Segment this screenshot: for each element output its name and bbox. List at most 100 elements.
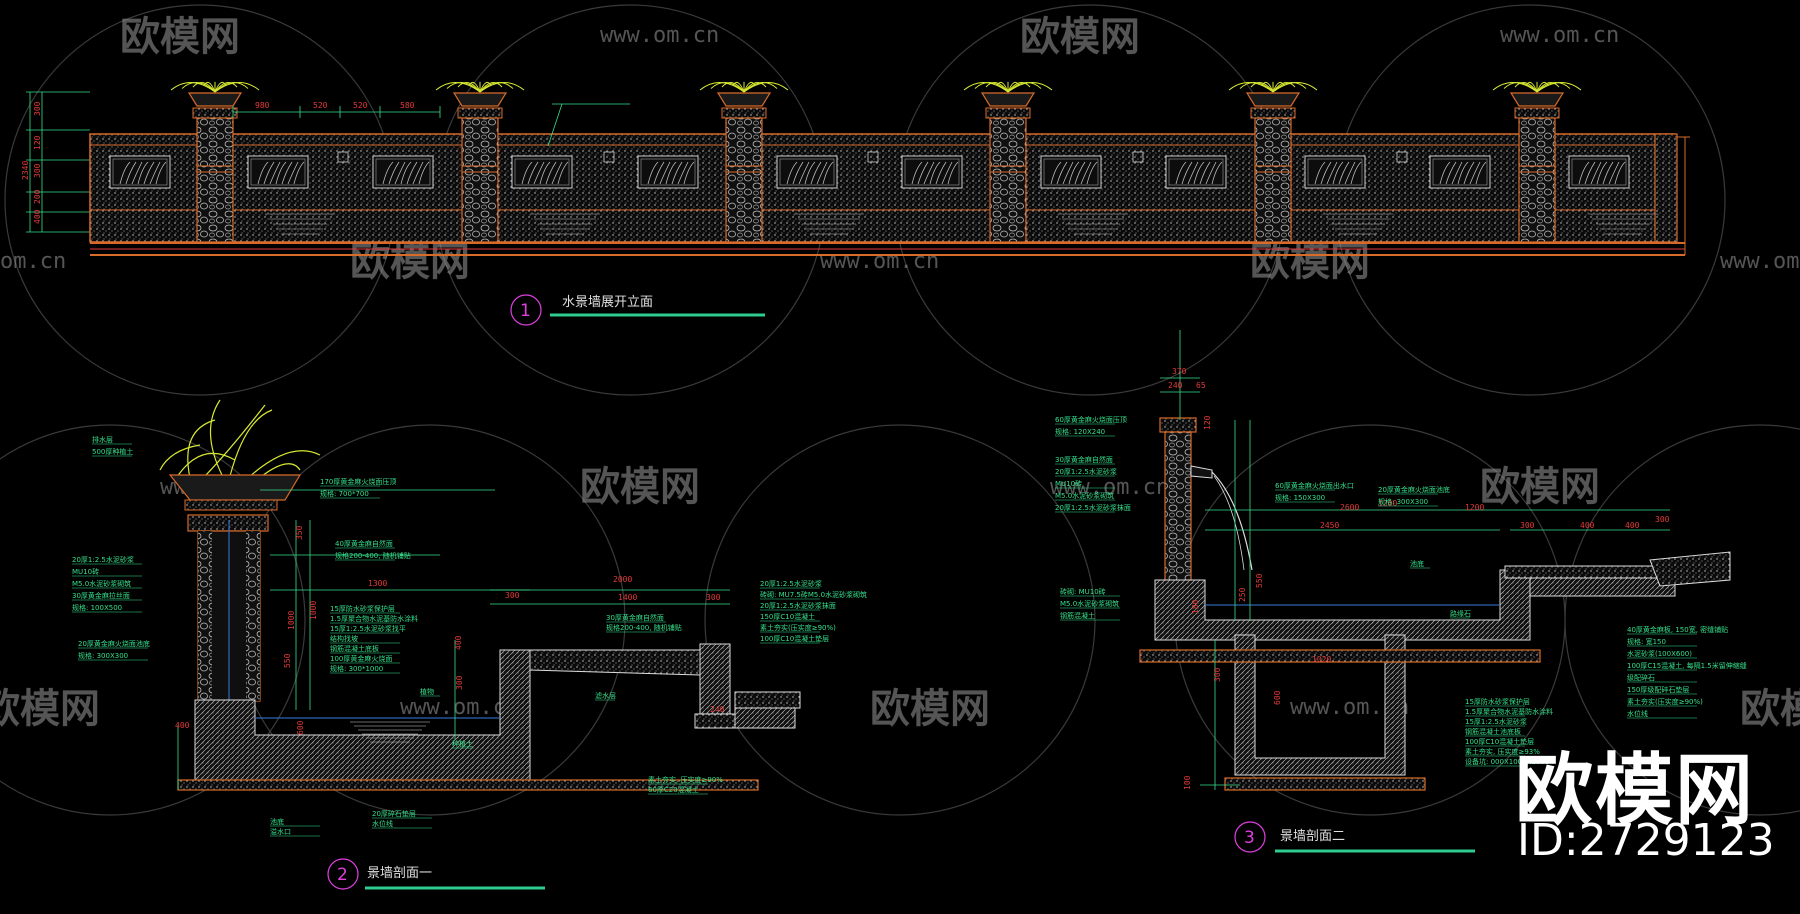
annotation-note: M5.0水泥砂浆砌筑 xyxy=(1060,599,1119,608)
dimension-label: 1000 xyxy=(309,601,318,620)
relief-panel xyxy=(372,155,434,189)
dimension-label: 250 xyxy=(1238,587,1247,602)
elev-dim-label: 520 xyxy=(353,101,368,110)
annotation-note: 规格: 700*700 xyxy=(320,489,369,498)
dimension-label: 400 xyxy=(175,721,190,730)
annotation-note: 500厚种植土 xyxy=(92,447,133,456)
watermark-brand: 欧模网 xyxy=(1020,14,1140,60)
annotation-note: 150厚级配碎石垫层 xyxy=(1627,685,1689,694)
wall-marker xyxy=(1132,151,1144,163)
plant-icon xyxy=(170,81,260,93)
relief-panel xyxy=(511,155,573,189)
dimension-label: 240 xyxy=(710,705,725,714)
drawing-number: 1 xyxy=(520,301,531,321)
dimension-label: 1000 xyxy=(287,611,296,630)
annotation-note: 设备坑: 000X1000X1000 xyxy=(1465,757,1549,766)
annotation-note: MU10砖 xyxy=(1055,479,1082,488)
dimension-label: 300 xyxy=(1213,667,1222,682)
watermark-layer: 欧模网 www.om.cn 欧模网 www.om.cn om.cn 欧模网 ww… xyxy=(0,14,1800,732)
column-with-planter xyxy=(170,81,260,243)
dimension-label: 1200 xyxy=(1378,499,1397,508)
annotation-note: 规格200-400, 随机铺贴 xyxy=(335,551,411,560)
annotation-note: 20厚黄金麻火烧面池底 xyxy=(1378,485,1450,494)
dimension-label: 600 xyxy=(296,720,305,735)
dimension-label: 300 xyxy=(33,163,42,178)
annotation-note: 结构找坡 xyxy=(330,634,358,643)
drawing-title: 景墙剖面一 xyxy=(367,866,432,881)
pool-water-lines xyxy=(350,721,430,743)
annotation-note: 池底 xyxy=(1410,559,1424,568)
annotation-note: 级配碎石 xyxy=(1627,673,1655,682)
relief-panel xyxy=(901,155,963,189)
drawing-title: 水景墙展开立面 xyxy=(562,295,653,310)
watermark-brand: 欧模网 xyxy=(350,239,470,285)
dimension-label: 350 xyxy=(295,525,304,540)
annotation-note: 钢筋混凝土 xyxy=(1060,611,1095,620)
annotation-note: 20厚1:2.5水泥砂浆抹面 xyxy=(1055,503,1131,512)
drawing-number-circle xyxy=(1234,821,1266,853)
wall-marker xyxy=(337,151,349,163)
annotation-note: 规格: 120X240 xyxy=(1055,427,1105,436)
brand-badge-logo: 欧模网 xyxy=(1515,746,1756,836)
annotation-note: 150厚C10混凝土 xyxy=(760,612,815,621)
watermark-brand: 欧模网 xyxy=(580,464,700,510)
wall-marker xyxy=(867,151,879,163)
annotation-note: 15厚1:2.5水泥砂浆 xyxy=(1465,717,1527,726)
annotation-note: 水泥砂浆(100X600) xyxy=(1627,649,1692,658)
column-with-planter xyxy=(1228,81,1318,243)
dimension-label: 400 xyxy=(1580,521,1595,530)
annotation-note: 路缘石 xyxy=(1450,609,1471,618)
elev-dim-label: 980 xyxy=(255,101,270,110)
section-two-dim-lines xyxy=(1160,330,1670,790)
dimension-label: 100 xyxy=(1183,775,1192,790)
annotation-note: 溢水口 xyxy=(270,827,291,836)
watermark-brand: 欧模网 xyxy=(0,686,100,732)
elev-dim-label: 580 xyxy=(400,101,415,110)
annotation-note: 素土夯实(压实度≥90%) xyxy=(1627,697,1703,706)
dimension-label: 1020 xyxy=(1312,655,1331,664)
watermark-brand: 欧模网 xyxy=(870,686,990,732)
dimension-label: 370 xyxy=(1172,367,1187,376)
watermark-url: www.om.cn xyxy=(1720,249,1800,274)
annotation-note: 170厚黄金麻火烧面压顶 xyxy=(320,477,396,486)
annotation-note: 15厚防水砂浆保护层 xyxy=(1465,697,1530,706)
annotation-note: 40厚黄金麻板, 150宽, 密缝铺贴 xyxy=(1627,625,1728,634)
annotation-note: 素土夯实, 压实度≥90% xyxy=(648,775,723,784)
watermark-url: www.om.cn xyxy=(1500,23,1619,48)
watermark-url: www.om.cn xyxy=(400,695,519,720)
watermark-brand: 欧模网 xyxy=(1740,686,1800,732)
annotation-note: 规格: 宽150 xyxy=(1627,637,1666,646)
annotation-note: 水位线 xyxy=(372,819,393,828)
dimension-label: 1400 xyxy=(618,593,637,602)
annotation-note: 滤水层 xyxy=(595,691,616,700)
watermark-url: www.om.cn xyxy=(1050,475,1169,500)
annotation-note: 植物 xyxy=(420,687,434,696)
dimension-label: 300 xyxy=(1520,521,1535,530)
annotation-note: 20厚1:2.5水泥砂浆 xyxy=(72,555,134,564)
annotation-note: 100厚黄金麻火烧面 xyxy=(330,654,392,663)
dimension-label: 120 xyxy=(33,135,42,150)
relief-panel xyxy=(1568,155,1630,189)
annotation-note: 60厚C20混凝土 xyxy=(648,785,699,794)
annotation-note: 规格: 100X500 xyxy=(72,603,122,612)
plant-icon xyxy=(1492,81,1582,93)
dimension-label: 300 xyxy=(33,101,42,116)
dimension-label: 1300 xyxy=(368,579,387,588)
annotation-note: 100厚C15混凝土, 每隔1.5米留伸缩缝 xyxy=(1627,661,1747,670)
elev-dim-label: 520 xyxy=(313,101,328,110)
annotation-note: 60厚黄金麻火烧面出水口 xyxy=(1275,481,1354,490)
dimension-label: 600 xyxy=(1273,690,1282,705)
elevation-top-dims xyxy=(232,106,441,118)
elevation-left-dims xyxy=(26,91,90,233)
relief-panel xyxy=(1429,155,1491,189)
plant-icon xyxy=(699,81,789,93)
annotation-note: 30厚黄金麻拉丝面 xyxy=(72,591,130,600)
annotation-note: 池底 xyxy=(270,817,284,826)
annotation-note: 15厚防水砂浆保护层 xyxy=(330,604,395,613)
dimension-label: 180 xyxy=(1191,599,1200,614)
annotation-note: 60厚黄金麻火烧面压顶 xyxy=(1055,415,1127,424)
